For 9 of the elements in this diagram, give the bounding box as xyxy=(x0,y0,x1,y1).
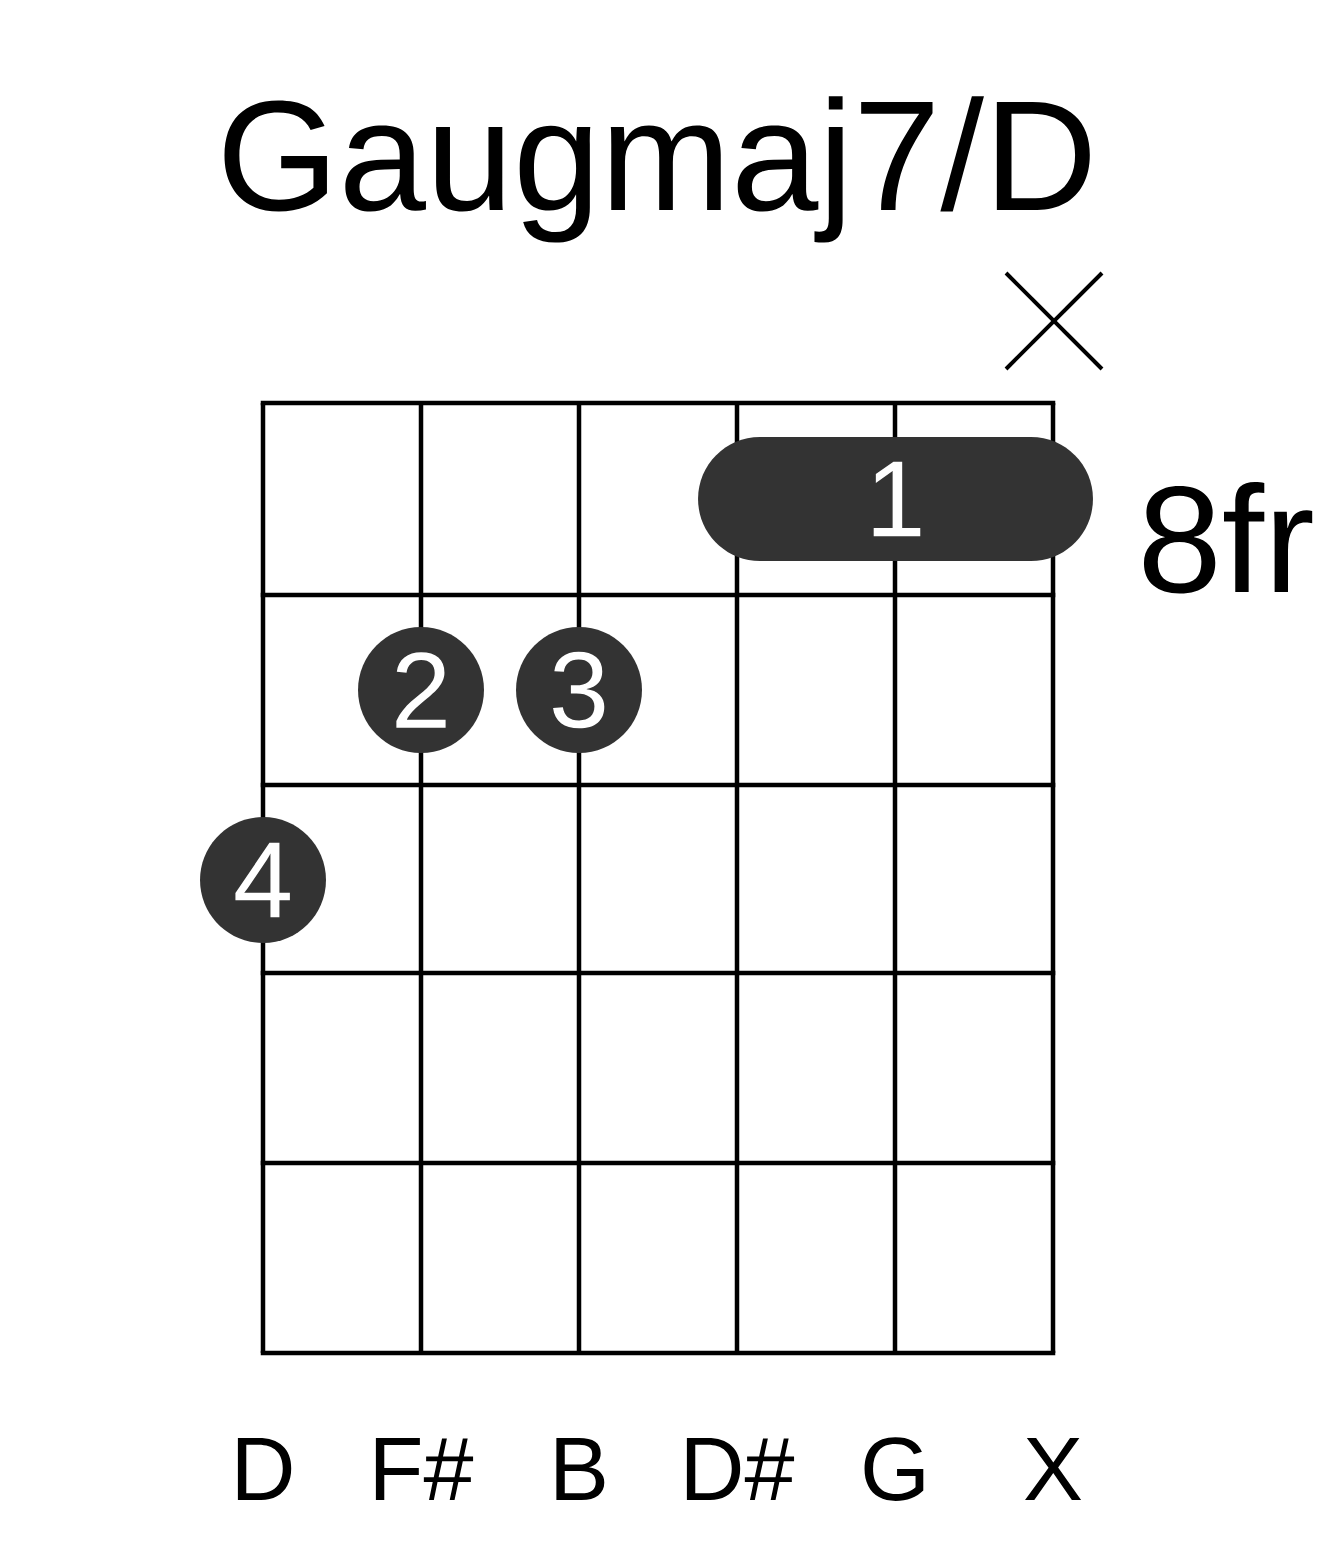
fret-number: 8fr xyxy=(1143,482,1313,594)
string-note: F# xyxy=(375,1438,474,1500)
string-note: B xyxy=(556,1438,605,1500)
chord-title: Gaugmaj7/D xyxy=(224,96,1090,243)
string-note: X xyxy=(1025,1438,1082,1500)
string-note: G xyxy=(864,1437,924,1501)
barre-bar: 1 xyxy=(698,437,1093,561)
string-note: D# xyxy=(686,1438,795,1500)
string-note: D xyxy=(237,1438,292,1500)
